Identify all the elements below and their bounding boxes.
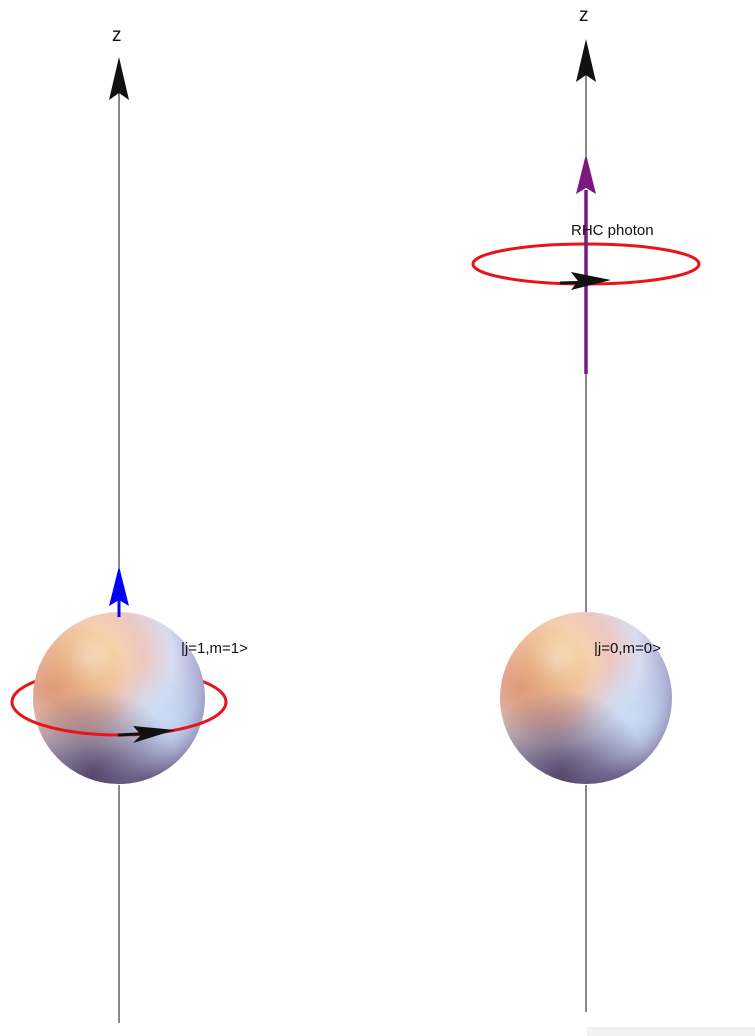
right-z-axis-arrowhead bbox=[576, 39, 596, 82]
left-panel: z |j=1,m=1> bbox=[10, 25, 248, 1023]
right-photon-label: RHC photon bbox=[571, 222, 654, 239]
left-sphere bbox=[33, 612, 205, 784]
left-z-axis-arrowhead bbox=[109, 57, 129, 100]
bottom-right-strip bbox=[587, 1027, 755, 1036]
left-spin-arrow bbox=[109, 566, 129, 617]
right-sphere bbox=[500, 612, 672, 784]
left-orbit-direction-arrow bbox=[117, 726, 175, 743]
right-panel: z RHC photon |j=0,m=0> bbox=[471, 5, 701, 1012]
left-z-axis-label: z bbox=[112, 25, 122, 46]
right-photon-arrow bbox=[576, 154, 596, 374]
right-photon-direction-arrow bbox=[559, 272, 611, 290]
right-state-label: |j=0,m=0> bbox=[594, 640, 661, 657]
right-z-axis-label: z bbox=[579, 5, 589, 26]
left-state-label: |j=1,m=1> bbox=[181, 640, 248, 657]
